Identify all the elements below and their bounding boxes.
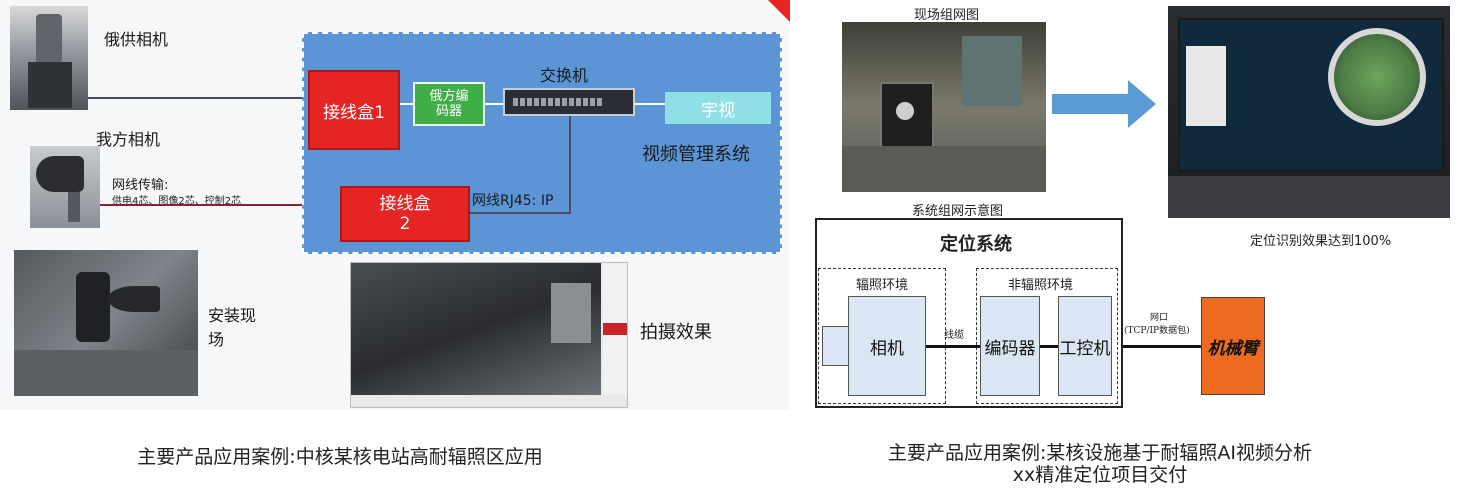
junction-box-2: 接线盒 2 [340, 186, 470, 242]
left-panel: 俄供相机 我方相机 网线传输: 供电4芯、图像2芯、控制2芯 安装现 场 接线盒… [0, 0, 790, 410]
non-radiation-env-label: 非辐照环境 [1008, 278, 1074, 293]
russian-encoder: 俄方编 码器 [413, 82, 485, 126]
radiation-env-label: 辐照环境 [856, 278, 909, 293]
our-camera-link [100, 204, 340, 206]
russian-encoder-line1: 俄方编 [429, 89, 469, 104]
switch-down-link [569, 116, 571, 214]
switch-device [503, 88, 635, 116]
install-site-photo [14, 250, 198, 396]
jb2-switch-link [470, 212, 570, 214]
network-line [1123, 345, 1201, 348]
uniview-box: 宇视 [665, 92, 771, 124]
russian-encoder-line2: 码器 [435, 104, 462, 119]
result-photo [1168, 6, 1450, 218]
vms-label: 视频管理系统 [642, 144, 750, 165]
cable-line [926, 345, 980, 348]
our-camera-photo [30, 146, 100, 228]
cable-transmission-title: 网线传输: [112, 178, 169, 193]
site-network-label: 现场组网图 [914, 8, 980, 23]
net-port-label-line1: 网口 [1150, 313, 1169, 323]
russian-camera-photo [10, 6, 88, 110]
junction-box-2-line1: 接线盒 [379, 194, 431, 214]
encoder-box: 编码器 [980, 296, 1040, 396]
switch-uniview-link [635, 103, 665, 105]
accuracy-label: 定位识别效果达到100% [1250, 234, 1392, 249]
install-site-label-line2: 场 [208, 330, 225, 349]
camera-lens-box [822, 326, 850, 366]
rj45-label: 网线RJ45: IP [472, 193, 554, 209]
russian-camera-link [88, 97, 308, 99]
russian-camera-label: 俄供相机 [104, 30, 169, 49]
shoot-effect-screenshot [350, 262, 628, 408]
robot-arm-box: 机械臂 [1201, 297, 1265, 395]
shoot-effect-label: 拍摄效果 [640, 322, 712, 343]
encoder-ipc-line [1040, 345, 1058, 348]
arrow-right-icon [1052, 80, 1156, 128]
jb1-encoder-link [400, 103, 414, 105]
non-radiation-env-region [976, 268, 1118, 404]
left-caption: 主要产品应用案例:中核某核电站高耐辐照区应用 [137, 446, 543, 468]
system-diagram-label: 系统组网示意图 [912, 204, 1004, 219]
positioning-system-title: 定位系统 [940, 234, 1012, 255]
ipc-box: 工控机 [1058, 296, 1112, 396]
encoder-switch-link [485, 103, 503, 105]
camera-box: 相机 [848, 296, 926, 396]
radiation-env-region [818, 268, 946, 404]
cable-transmission-detail: 供电4芯、图像2芯、控制2芯 [112, 196, 242, 207]
site-network-photo [842, 22, 1046, 192]
install-site-label-line1: 安装现 [208, 306, 257, 325]
right-caption-line1: 主要产品应用案例:某核设施基于耐辐照AI视频分析 [887, 442, 1312, 464]
junction-box-2-line2: 2 [399, 214, 411, 234]
cable-label: 线缆 [944, 330, 964, 341]
junction-box-1: 接线盒1 [308, 70, 400, 150]
our-camera-label: 我方相机 [96, 130, 161, 149]
right-caption-line2: xx精准定位项目交付 [1012, 464, 1188, 486]
corner-tag [768, 0, 790, 22]
net-port-label-line2: (TCP/IP数据包) [1124, 326, 1190, 336]
switch-label: 交换机 [540, 66, 589, 85]
